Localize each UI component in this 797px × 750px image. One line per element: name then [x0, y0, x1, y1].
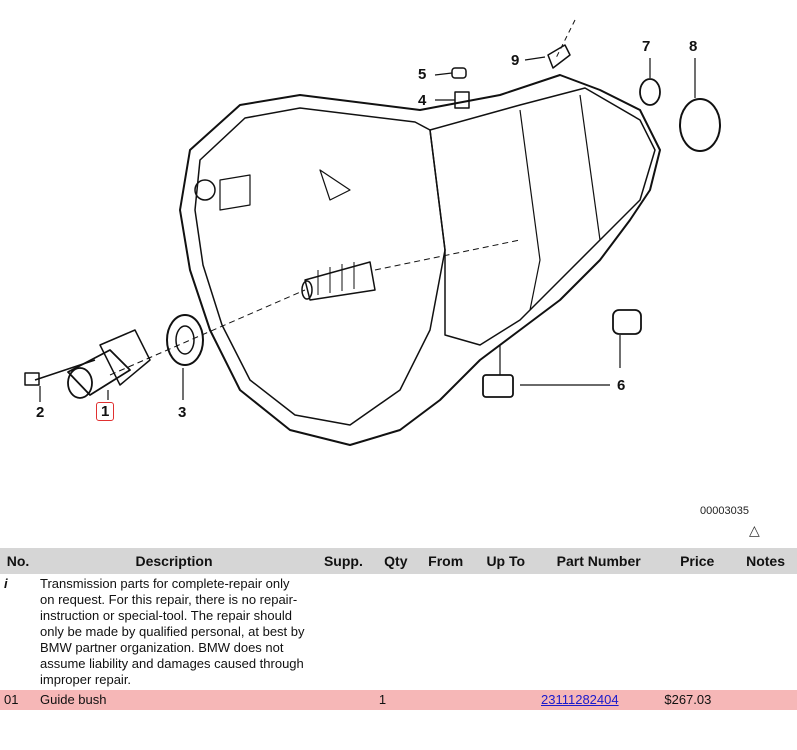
header-price: Price — [660, 548, 735, 574]
table-row[interactable]: 01 Guide bush 1 23111282404 $267.03 — [0, 690, 797, 710]
header-description: Description — [36, 548, 312, 574]
callout-4[interactable]: 4 — [418, 92, 427, 109]
callout-2[interactable]: 2 — [36, 404, 45, 421]
part-number-link[interactable]: 23111282404 — [541, 692, 619, 707]
row-from — [416, 690, 475, 710]
row-up-to — [474, 690, 537, 710]
header-qty: Qty — [374, 548, 417, 574]
callout-8[interactable]: 8 — [689, 38, 698, 55]
header-notes: Notes — [734, 548, 797, 574]
callout-6[interactable]: 6 — [617, 377, 626, 394]
info-description: Transmission parts for complete-repair o… — [36, 574, 312, 690]
row-supp — [312, 690, 375, 710]
callout-9[interactable]: 9 — [511, 52, 520, 69]
header-from: From — [416, 548, 475, 574]
table-header-row: No. Description Supp. Qty From Up To Par… — [0, 548, 797, 574]
diagram-id: 00003035 — [700, 505, 749, 517]
row-notes — [734, 690, 797, 710]
parts-table: No. Description Supp. Qty From Up To Par… — [0, 548, 797, 710]
row-price: $267.03 — [660, 690, 735, 710]
header-part-number: Part Number — [537, 548, 661, 574]
header-up-to: Up To — [474, 548, 537, 574]
warning-triangle-icon[interactable]: △ — [749, 522, 760, 538]
header-no: No. — [0, 548, 36, 574]
callout-1[interactable]: 1 — [96, 402, 115, 421]
row-qty: 1 — [374, 690, 417, 710]
row-description: Guide bush — [36, 690, 312, 710]
row-no: 01 — [0, 690, 36, 710]
header-supp: Supp. — [312, 548, 375, 574]
info-icon: i — [0, 574, 36, 690]
parts-diagram: 1 2 3 4 5 6 7 8 9 00003035 △ — [24, 19, 760, 538]
callout-7[interactable]: 7 — [642, 38, 651, 55]
callout-5[interactable]: 5 — [418, 66, 427, 83]
info-row: i Transmission parts for complete-repair… — [0, 574, 797, 690]
transmission-illustration — [24, 19, 721, 446]
callout-3[interactable]: 3 — [178, 404, 187, 421]
